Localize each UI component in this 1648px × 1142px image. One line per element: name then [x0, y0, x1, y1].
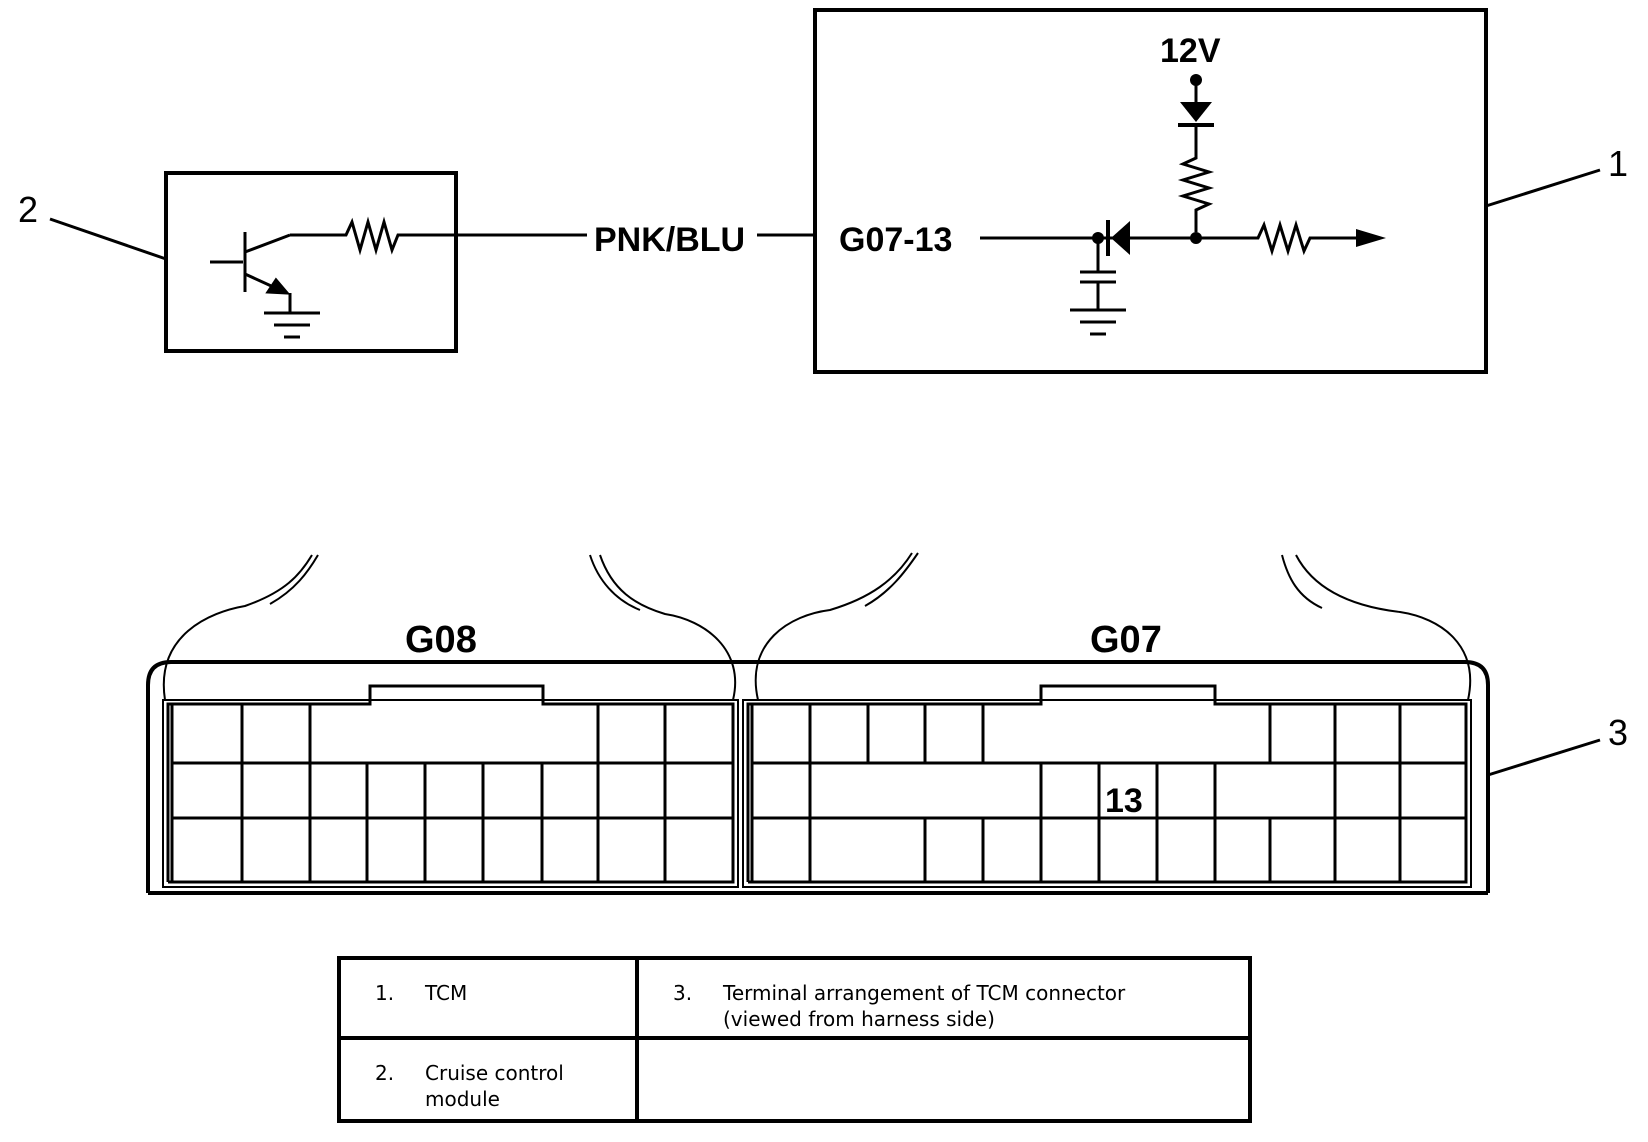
- terminal-cell: [750, 816, 812, 884]
- terminal-cell: [923, 702, 985, 765]
- callout-number-1: 1: [1608, 143, 1628, 184]
- tcm-box: [813, 8, 1488, 374]
- legend-cell-3: 3. Terminal arrangement of TCM connector …: [639, 960, 1248, 1040]
- terminal-cell: [808, 702, 870, 765]
- cruise-control-module-box: [164, 171, 458, 353]
- terminal-cell: [170, 761, 244, 820]
- connector-label-g08: G08: [405, 619, 477, 661]
- connector-label-g07: G07: [1090, 619, 1162, 661]
- terminal-cell: [1213, 816, 1272, 884]
- terminal-cell: [170, 702, 244, 765]
- diode-icon: [1178, 102, 1214, 127]
- terminal-cell: [1039, 816, 1101, 884]
- legend-text: Cruise control module: [425, 1060, 564, 1111]
- transistor-icon: [210, 232, 340, 313]
- terminal-cell: [750, 702, 812, 765]
- harness-bracket-g07: [754, 552, 1472, 701]
- legend-table: 1. TCM 3. Terminal arrangement of TCM conn…: [337, 956, 1252, 1123]
- terminal-cell: [240, 816, 312, 884]
- ground-icon: [1070, 308, 1126, 336]
- terminal-cell: [1333, 816, 1402, 884]
- terminal-cell: [1155, 816, 1217, 884]
- terminal-cell: [750, 761, 812, 820]
- resistor-icon: [1177, 152, 1215, 232]
- callout-number-3: 3: [1608, 712, 1628, 753]
- terminal-label: G07-13: [839, 221, 952, 259]
- terminal-cell: [663, 702, 735, 765]
- legend-cell-empty: [639, 1040, 1248, 1120]
- capacitor-icon: [1080, 238, 1116, 310]
- connector-housing: [146, 660, 1490, 895]
- terminal-cell: [923, 816, 985, 884]
- terminal-cell: [1398, 702, 1468, 765]
- terminal-cell: [240, 761, 312, 820]
- resistor-icon: [340, 216, 404, 256]
- legend-cell-1: 1. TCM: [341, 960, 639, 1040]
- terminal-cell: [240, 702, 312, 765]
- diode-icon: [1106, 220, 1130, 256]
- legend-number: 2.: [375, 1060, 395, 1085]
- terminal-cell: [981, 816, 1043, 884]
- terminal-cell: [1268, 702, 1337, 765]
- terminal-cell: [1398, 816, 1468, 884]
- terminal-cell: [1039, 761, 1101, 820]
- terminal-cell: [866, 702, 927, 765]
- legend-text: TCM: [425, 981, 468, 1005]
- supply-voltage-label: 12V: [1160, 32, 1221, 70]
- wire-color-label: PNK/BLU: [594, 221, 745, 259]
- terminal-cell: [1155, 761, 1217, 820]
- terminal-cell: [481, 816, 544, 884]
- terminal-cell: [481, 761, 544, 820]
- callout-line-1: [1485, 168, 1601, 208]
- terminal-cell: [365, 761, 427, 820]
- terminal-cell: [365, 816, 427, 884]
- legend-text: Terminal arrangement of TCM connector (v…: [723, 981, 1126, 1031]
- connector-terminal-grid: [170, 702, 1468, 884]
- terminal-cell: [596, 702, 667, 765]
- arrow-icon: [1356, 229, 1386, 247]
- terminal-cell: [423, 816, 485, 884]
- terminal-cell: [663, 761, 735, 820]
- resistor-icon: [1252, 219, 1318, 257]
- terminal-cell: [170, 816, 244, 884]
- terminal-cell: [1333, 702, 1402, 765]
- callout-line-3: [1487, 738, 1601, 777]
- ground-icon: [264, 311, 320, 339]
- terminal-cell: [596, 761, 667, 820]
- terminal-cell: [663, 816, 735, 884]
- terminal-cell: [1333, 761, 1402, 820]
- callout-line-2: [49, 217, 167, 261]
- callout-number-2: 2: [18, 189, 38, 230]
- legend-cell-2: 2. Cruise control module: [341, 1039, 639, 1119]
- legend-number: 1.: [375, 981, 395, 1005]
- harness-bracket-g08: [162, 554, 736, 701]
- terminal-number-13: 13: [1105, 782, 1143, 820]
- terminal-cell: [423, 761, 485, 820]
- legend-number: 3.: [673, 981, 693, 1005]
- terminal-cell: [596, 816, 667, 884]
